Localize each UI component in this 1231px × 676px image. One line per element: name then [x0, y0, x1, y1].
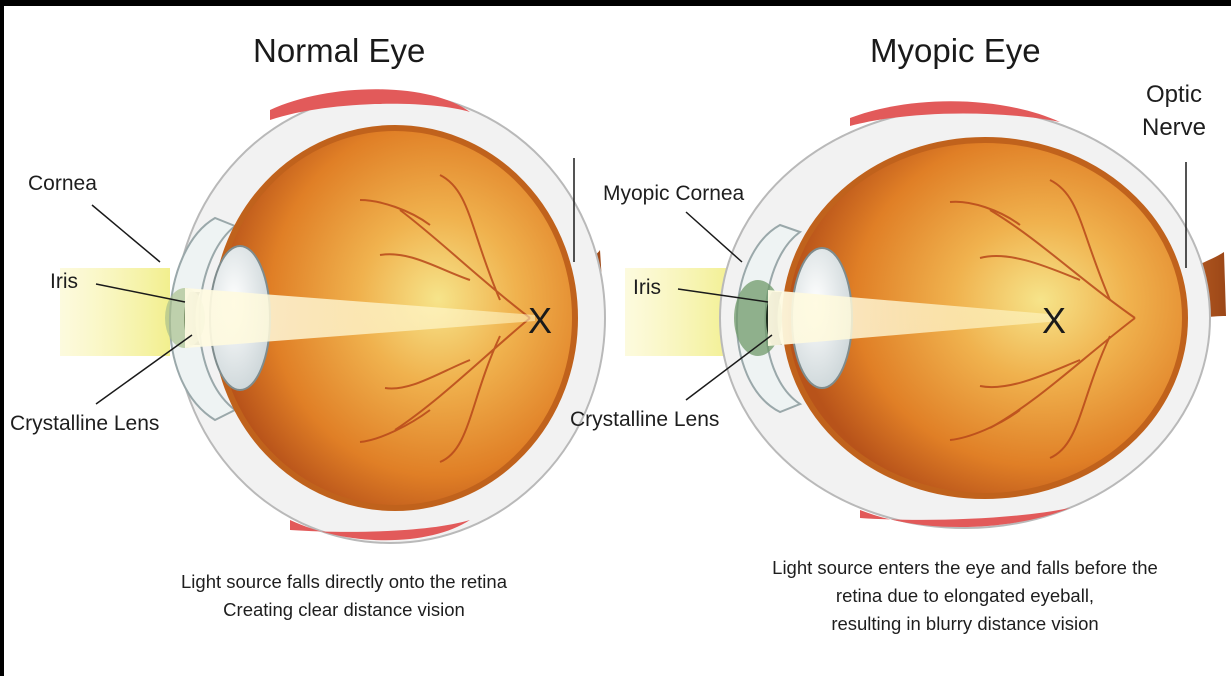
optic-nerve-label-line-2: Nerve — [1142, 111, 1206, 144]
myopic-iris-label: Iris — [633, 276, 661, 300]
myopic-focus-mark: X — [1042, 300, 1066, 341]
myopic-eye-illustration: X — [625, 101, 1226, 528]
normal-eye-illustration: X — [60, 89, 605, 543]
myopic-cornea-pointer — [686, 212, 742, 262]
normal-iris-label: Iris — [50, 270, 78, 294]
normal-focus-mark: X — [528, 300, 552, 341]
optic-nerve-label: Optic Nerve — [1142, 78, 1206, 144]
myopic-eye-title: Myopic Eye — [870, 32, 1041, 70]
normal-eye-caption: Light source falls directly onto the ret… — [148, 568, 540, 624]
normal-caption-line-1: Light source falls directly onto the ret… — [148, 568, 540, 596]
optic-nerve-label-line-1: Optic — [1142, 78, 1206, 111]
normal-cornea-label: Cornea — [28, 172, 97, 196]
myopic-lens-label: Crystalline Lens — [570, 408, 719, 432]
normal-cornea-pointer — [92, 205, 160, 262]
myopic-caption-line-2: retina due to elongated eyeball, — [730, 582, 1200, 610]
normal-eye-title: Normal Eye — [253, 32, 425, 70]
normal-caption-line-2: Creating clear distance vision — [148, 596, 540, 624]
myopic-cornea-label: Myopic Cornea — [603, 182, 744, 206]
myopic-caption-line-3: resulting in blurry distance vision — [730, 610, 1200, 638]
myopic-eye-caption: Light source enters the eye and falls be… — [730, 554, 1200, 638]
normal-lens-label: Crystalline Lens — [10, 412, 159, 436]
myopic-caption-line-1: Light source enters the eye and falls be… — [730, 554, 1200, 582]
